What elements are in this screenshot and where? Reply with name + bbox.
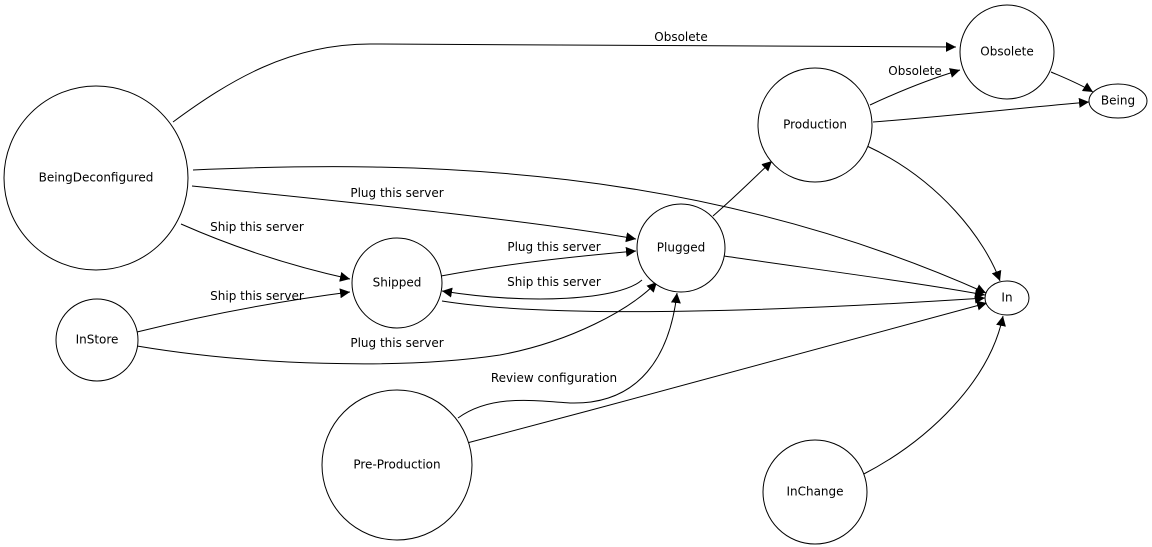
edge-preproduction-plugged bbox=[457, 292, 681, 419]
node-label-production: Production bbox=[783, 118, 847, 132]
node-label-being-deconfigured: BeingDeconfigured bbox=[39, 171, 154, 185]
edge-beingdeconfigured-shipped bbox=[180, 223, 351, 282]
node-being: Being bbox=[1088, 83, 1148, 119]
edge-production-obsolete bbox=[869, 68, 961, 106]
edge-shipped-plugged bbox=[440, 246, 637, 277]
edge-label-bd-obsolete: Obsolete bbox=[654, 30, 707, 44]
edge-instore-plugged bbox=[136, 281, 658, 365]
edge-label-bd-shipped: Ship this server bbox=[210, 220, 304, 234]
edge-production-in bbox=[866, 145, 1002, 282]
node-label-plugged: Plugged bbox=[657, 241, 705, 255]
node-in-store: InStore bbox=[55, 298, 139, 382]
edge-preproduction-in bbox=[466, 300, 988, 444]
edge-beingdeconfigured-in bbox=[192, 166, 987, 294]
node-in-change: InChange bbox=[762, 439, 868, 545]
node-label-shipped: Shipped bbox=[373, 276, 422, 290]
edge-plugged-in bbox=[723, 255, 986, 299]
edge-label-plugged-shipped: Ship this server bbox=[507, 275, 601, 289]
node-label-in: In bbox=[1001, 291, 1012, 305]
node-label-obsolete: Obsolete bbox=[980, 45, 1033, 59]
edge-beingdeconfigured-plugged bbox=[191, 185, 637, 243]
node-label-in-store: InStore bbox=[76, 333, 119, 347]
edge-label-bd-plugged: Plug this server bbox=[350, 186, 443, 200]
edge-label-production-obsolete: Obsolete bbox=[888, 64, 941, 78]
edge-plugged-production bbox=[712, 160, 773, 217]
edge-obsolete-being bbox=[1050, 71, 1094, 93]
node-label-in-change: InChange bbox=[786, 485, 843, 499]
edge-label-shipped-plugged: Plug this server bbox=[507, 240, 600, 254]
node-being-deconfigured: BeingDeconfigured bbox=[3, 85, 189, 271]
edge-label-preproduction-plugged: Review configuration bbox=[491, 371, 617, 385]
node-shipped: Shipped bbox=[351, 237, 443, 329]
edge-beingdeconfigured-obsolete bbox=[172, 41, 957, 123]
node-label-being: Being bbox=[1101, 94, 1135, 108]
node-in: In bbox=[984, 280, 1030, 316]
node-production: Production bbox=[757, 67, 873, 183]
node-label-pre-production: Pre-Production bbox=[353, 458, 440, 472]
node-obsolete: Obsolete bbox=[959, 4, 1055, 100]
edge-shipped-in bbox=[441, 293, 986, 313]
edge-label-instore-plugged: Plug this server bbox=[350, 336, 443, 350]
edge-label-instore-shipped: Ship this server bbox=[210, 289, 304, 303]
edge-instore-shipped bbox=[136, 288, 351, 333]
node-plugged: Plugged bbox=[636, 203, 726, 293]
edge-plugged-shipped bbox=[441, 279, 643, 300]
edge-production-being bbox=[872, 97, 1090, 123]
node-pre-production: Pre-Production bbox=[321, 389, 473, 541]
edge-inchange-in bbox=[861, 315, 1006, 476]
